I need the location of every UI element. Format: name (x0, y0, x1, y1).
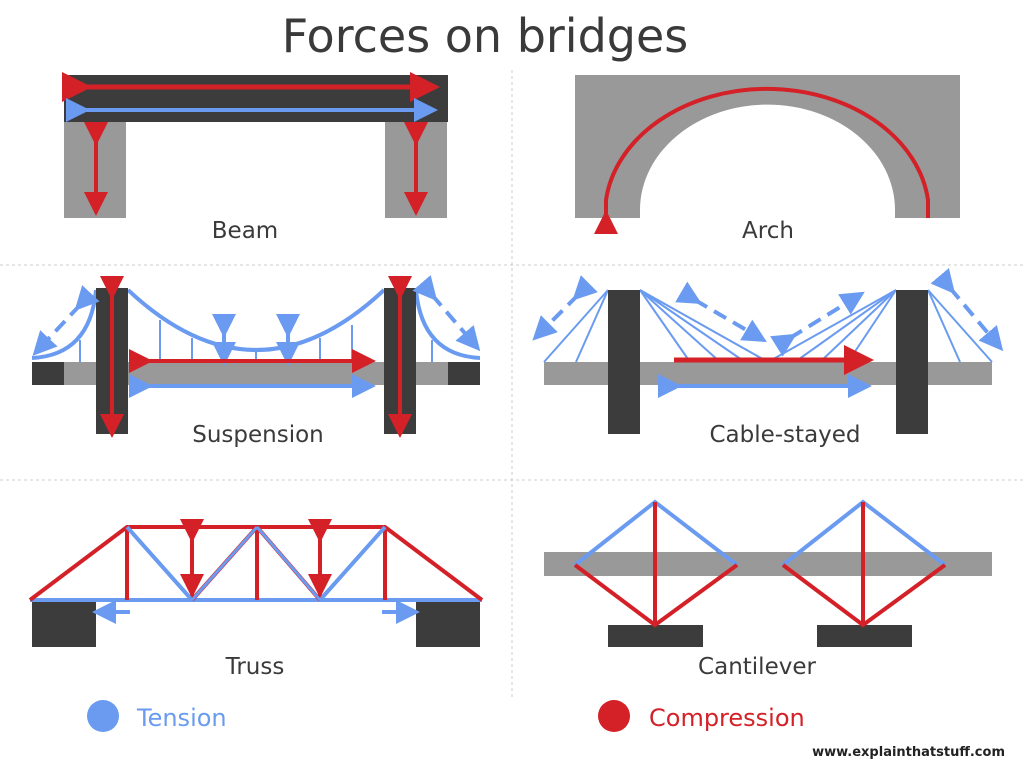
cantilever-label: Cantilever (698, 654, 816, 680)
truss-label: Truss (225, 654, 285, 680)
suspension-label: Suspension (192, 422, 324, 448)
compression-label: Compression (649, 704, 805, 732)
compression-swatch (598, 700, 630, 732)
beam-label: Beam (212, 218, 278, 244)
tension-label: Tension (136, 704, 227, 732)
arch-label: Arch (742, 218, 794, 244)
credit-url: www.explainthatstuff.com (812, 745, 1005, 760)
cable-stayed-bridge: Cable-stayed (532, 268, 1004, 448)
dividers (0, 70, 1024, 700)
diagram-title: Forces on bridges (282, 9, 689, 63)
truss-bridge: Truss (28, 519, 484, 680)
beam-bridge: Beam (62, 72, 448, 244)
suspension-bridge: Suspension (31, 275, 481, 448)
cable-stayed-label: Cable-stayed (709, 422, 860, 448)
tension-swatch (87, 700, 119, 732)
cantilever-bridge: Cantilever (544, 499, 992, 680)
legend: Tension Compression (87, 700, 805, 732)
arch-bridge: Arch (575, 75, 960, 244)
